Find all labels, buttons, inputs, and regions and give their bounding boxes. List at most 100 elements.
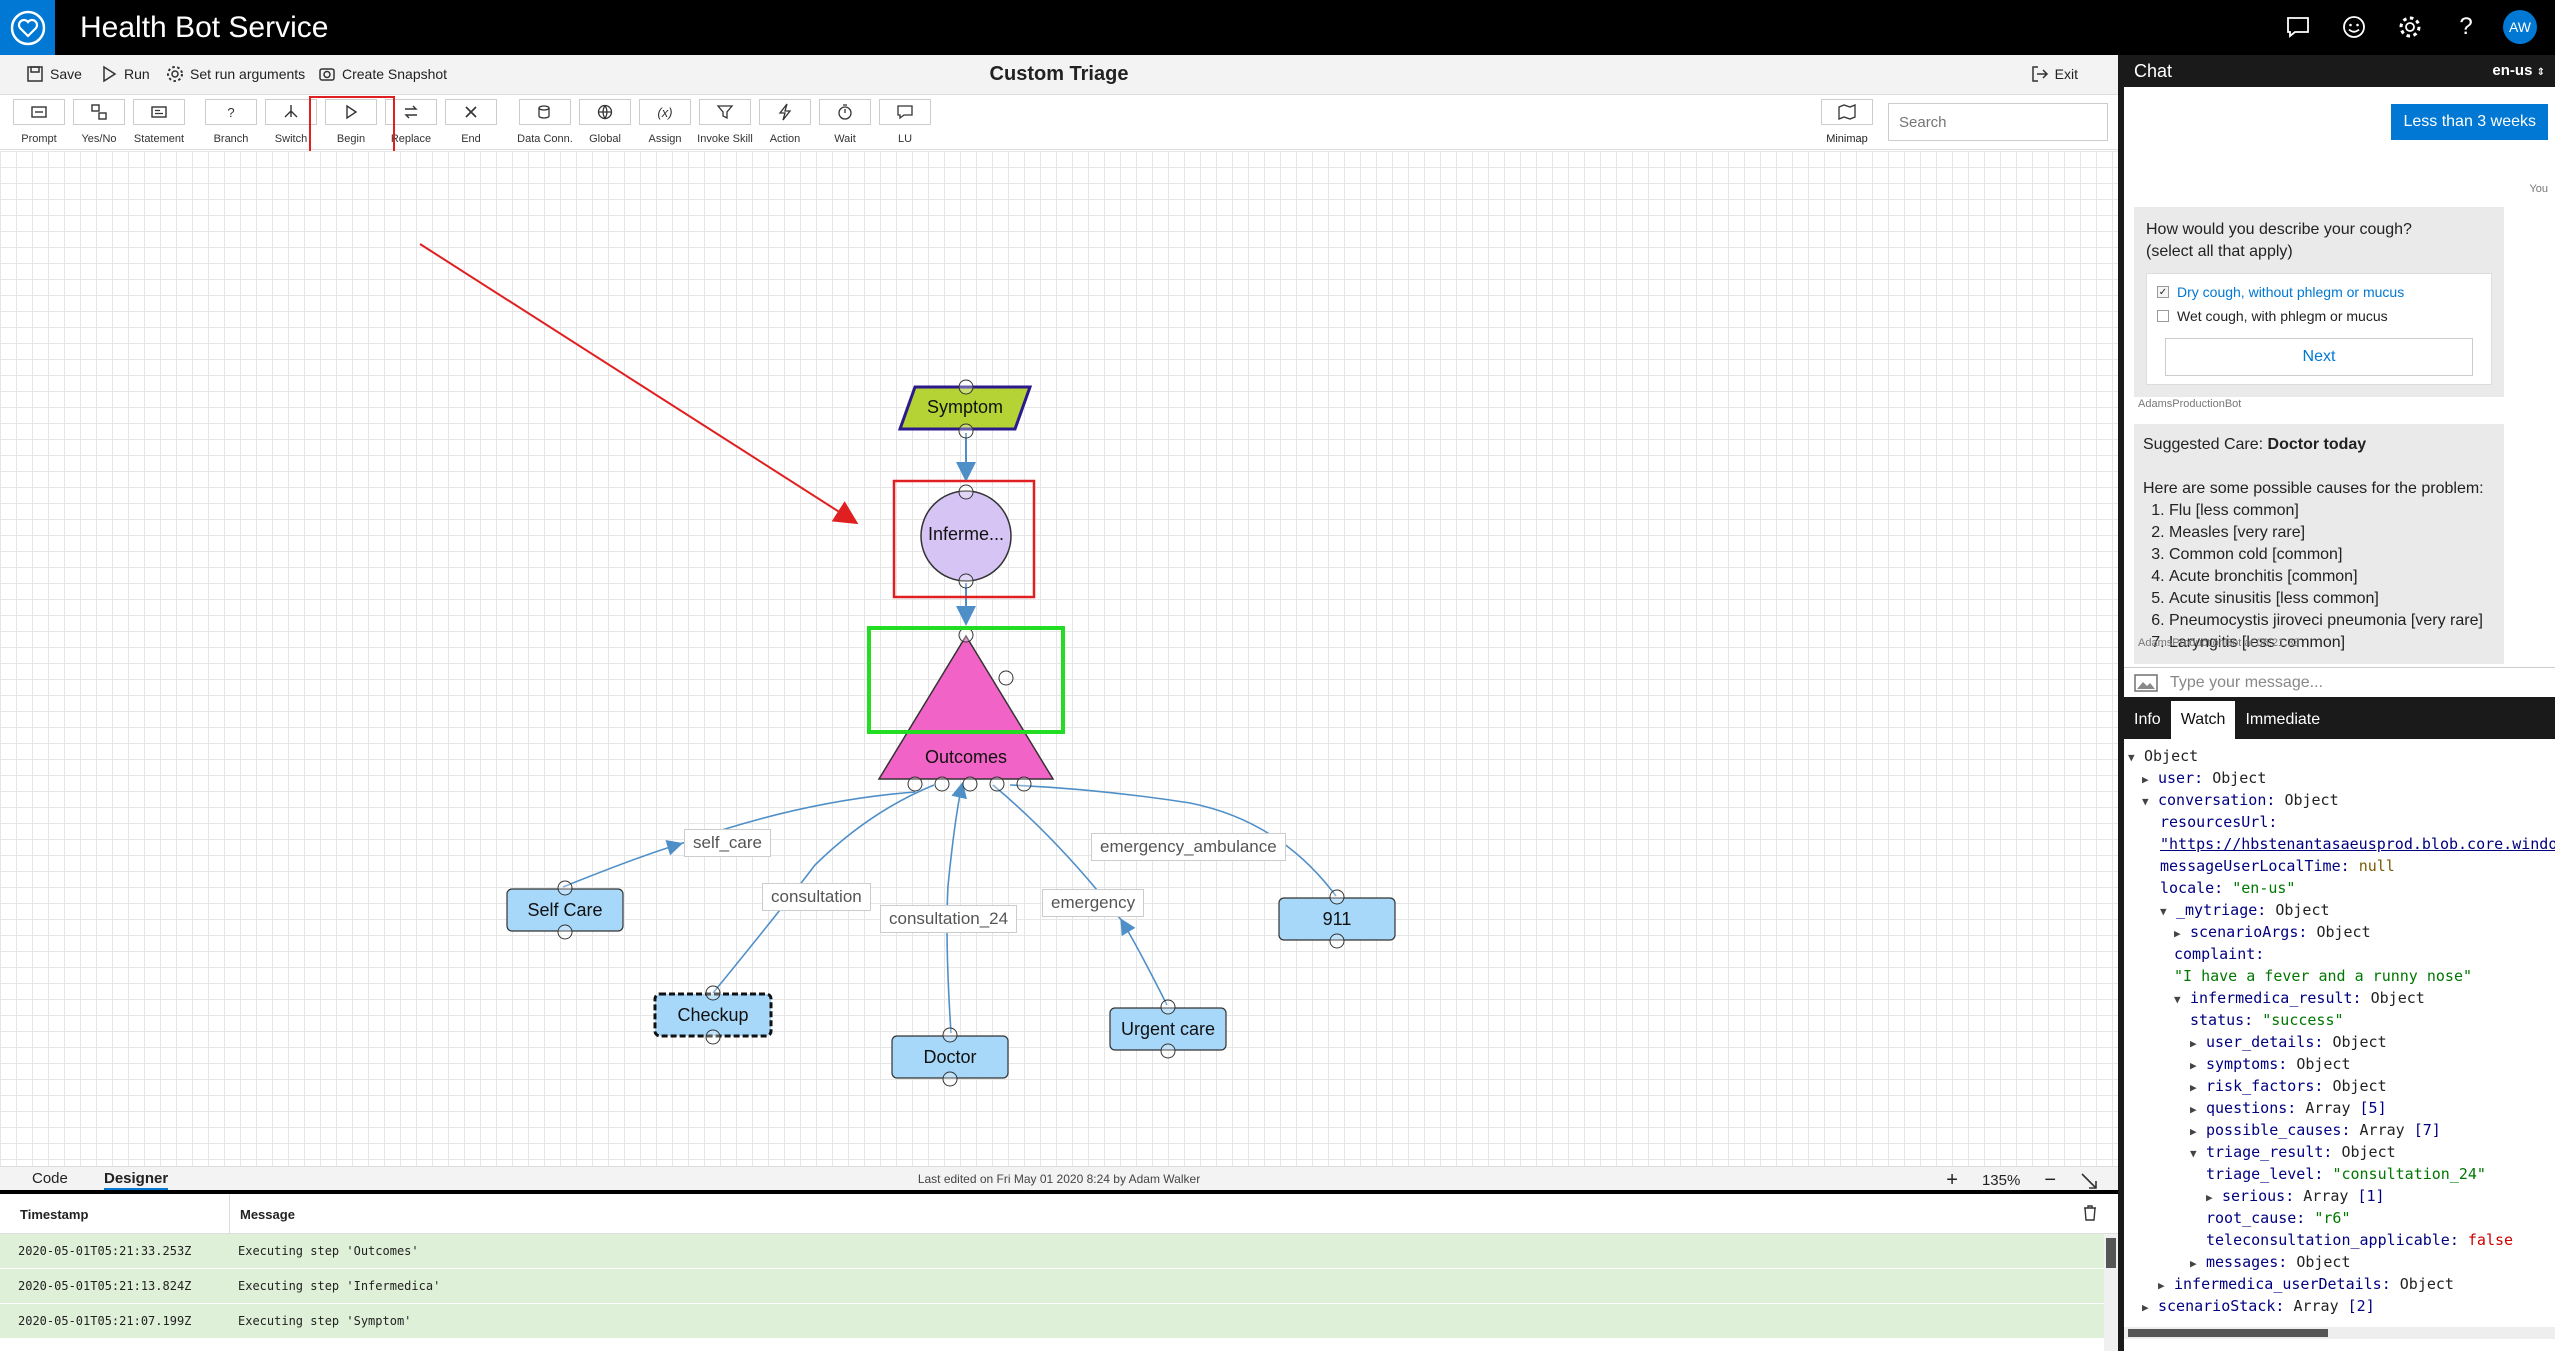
chat-title: Chat (2134, 61, 2173, 81)
tool-switch[interactable]: Switch (262, 99, 320, 145)
node-911-shape[interactable] (1278, 897, 1396, 941)
suggested-care-card: Suggested Care: Doctor today Here are so… (2134, 424, 2504, 664)
tool-global[interactable]: Global (576, 99, 634, 145)
watch-horizontal-scrollbar[interactable] (2124, 1327, 2555, 1339)
avatar[interactable]: AW (2503, 10, 2537, 44)
right-panel: Chat en-us ⇕ Less than 3 weeks You How w… (2118, 55, 2555, 1351)
collapsed-icon: ▶ (2158, 1279, 2165, 1292)
cough-question-card: How would you describe your cough? (sele… (2134, 207, 2504, 397)
edge-label-emergency[interactable]: emergency (1042, 889, 1145, 917)
tree-row[interactable]: ▶serious: Array [1] (2124, 1185, 2555, 1207)
edge-label-self-care[interactable]: self_care (684, 829, 771, 857)
tree-key: conversation: (2158, 791, 2276, 809)
zoom-in-button[interactable]: + (1946, 1169, 1958, 1191)
node-doctor-shape[interactable] (891, 1035, 1009, 1079)
run-button[interactable]: Run (100, 65, 150, 83)
tab-watch[interactable]: Watch (2170, 701, 2236, 739)
tool-statement[interactable]: Statement (130, 99, 188, 145)
designer-canvas[interactable]: Symptom Inferme... Outcomes Self Care Ch… (0, 151, 2118, 1166)
next-button[interactable]: Next (2165, 338, 2473, 376)
image-upload-icon[interactable] (2134, 673, 2158, 692)
health-bot-logo[interactable] (0, 0, 55, 55)
tree-key: scenarioArgs: (2190, 923, 2308, 941)
tree-row[interactable]: ▶possible_causes: Array [7] (2124, 1119, 2555, 1141)
node-outcomes-shape[interactable] (877, 634, 1055, 780)
option-wet-cough[interactable]: Wet cough, with phlegm or mucus (2157, 304, 2481, 328)
option-dry-cough[interactable]: ✓ Dry cough, without phlegm or mucus (2157, 280, 2481, 304)
log-col-message: Message (240, 1207, 295, 1222)
tool-yes-no[interactable]: Yes/No (70, 99, 128, 145)
edge-label-emergency-ambulance[interactable]: emergency_ambulance (1091, 833, 1286, 861)
tree-row[interactable]: ▼triage_result: Object (2124, 1141, 2555, 1163)
tree-row[interactable]: ▶messages: Object (2124, 1251, 2555, 1273)
tree-row[interactable]: ▼_mytriage: Object (2124, 899, 2555, 921)
tree-row[interactable]: ▶user_details: Object (2124, 1031, 2555, 1053)
node-checkup-shape[interactable] (653, 992, 773, 1038)
tree-row[interactable]: ▶scenarioArgs: Object (2124, 921, 2555, 943)
prompt-icon (31, 106, 47, 118)
tool-wait[interactable]: Wait (816, 99, 874, 145)
save-button[interactable]: Save (26, 65, 82, 83)
chat-message-input[interactable]: Type your message... (2124, 667, 2555, 701)
exit-button[interactable]: Exit (2031, 65, 2078, 83)
zoom-out-button[interactable]: − (2044, 1169, 2056, 1191)
tool-lu[interactable]: LU (876, 99, 934, 145)
node-urgent-care-shape[interactable] (1109, 1007, 1227, 1051)
tree-row[interactable]: ▼Object (2124, 745, 2555, 767)
expand-icon[interactable] (2080, 1172, 2098, 1190)
tree-row[interactable]: ▶questions: Array [5] (2124, 1097, 2555, 1119)
tree-row[interactable]: ▶user: Object (2124, 767, 2555, 789)
tree-row[interactable]: ▼infermedica_result: Object (2124, 987, 2555, 1009)
tree-row[interactable]: ▶risk_factors: Object (2124, 1075, 2555, 1097)
question-line-1: How would you describe your cough? (2146, 221, 2412, 238)
log-timestamp: 2020-05-01T05:21:33.253Z (18, 1244, 192, 1258)
tool-branch[interactable]: ?Branch (202, 99, 260, 145)
log-scrollbar[interactable] (2104, 1234, 2118, 1351)
tab-code[interactable]: Code (32, 1170, 68, 1187)
annotation-arrow (419, 243, 859, 525)
tree-key: status: (2190, 1011, 2254, 1029)
help-icon[interactable]: ? (2459, 13, 2473, 40)
node-symptom-shape[interactable] (897, 385, 1033, 431)
tree-key: scenarioStack: (2158, 1297, 2285, 1315)
create-snapshot-button[interactable]: Create Snapshot (318, 65, 447, 83)
trash-icon[interactable] (2082, 1204, 2098, 1222)
node-911-label: 911 (1322, 909, 1352, 929)
tab-info[interactable]: Info (2134, 711, 2161, 728)
globe-icon (597, 104, 613, 120)
tab-immediate[interactable]: Immediate (2245, 711, 2321, 728)
edge-label-consultation-24[interactable]: consultation_24 (880, 905, 1018, 933)
tree-key: teleconsultation_applicable: (2206, 1231, 2459, 1249)
node-checkup-label: Checkup (677, 1005, 749, 1025)
node-self-care-shape[interactable] (506, 888, 624, 932)
tree-row[interactable]: "https://hbstenantasaeusprod.blob.core.w… (2124, 833, 2555, 855)
node-doctor-label: Doctor (923, 1047, 977, 1067)
gear-icon[interactable] (2391, 8, 2429, 46)
tree-link-value[interactable]: "https://hbstenantasaeusprod.blob.core.w… (2160, 835, 2555, 853)
tab-designer[interactable]: Designer (104, 1170, 169, 1191)
tree-row[interactable]: ▼conversation: Object (2124, 789, 2555, 811)
tree-row[interactable]: ▶scenarioStack: Array [2] (2124, 1295, 2555, 1317)
smiley-icon[interactable] (2335, 8, 2373, 46)
tool-prompt[interactable]: Prompt (10, 99, 68, 145)
node-search-input[interactable] (1888, 103, 2108, 141)
tree-row[interactable]: ▶infermedica_userDetails: Object (2124, 1273, 2555, 1295)
feedback-icon[interactable] (2279, 8, 2317, 46)
locale-value: en-us (2492, 62, 2533, 79)
tool-invoke-skill[interactable]: Invoke Skill (696, 99, 754, 145)
tool-end[interactable]: End (442, 99, 500, 145)
tree-row[interactable]: ▶symptoms: Object (2124, 1053, 2555, 1075)
tool-begin[interactable]: Begin (322, 99, 380, 145)
tool-assign[interactable]: (x)Assign (636, 99, 694, 145)
list-item: Measles [very rare] (2169, 522, 2495, 544)
zoom-controls: + 135% − (1946, 1169, 2098, 1192)
minimap-button[interactable]: Minimap (1818, 99, 1876, 145)
infermedica-highlight (892, 479, 1036, 599)
tree-value: Object (2332, 1033, 2387, 1051)
set-run-arguments-button[interactable]: Set run arguments (166, 65, 305, 83)
node-infermedica-shape[interactable] (920, 490, 1012, 582)
edge-label-consultation[interactable]: consultation (762, 883, 871, 911)
tool-data-connection[interactable]: Data Conn. (516, 99, 574, 145)
locale-select[interactable]: en-us ⇕ (2492, 62, 2545, 79)
tool-action[interactable]: Action (756, 99, 814, 145)
